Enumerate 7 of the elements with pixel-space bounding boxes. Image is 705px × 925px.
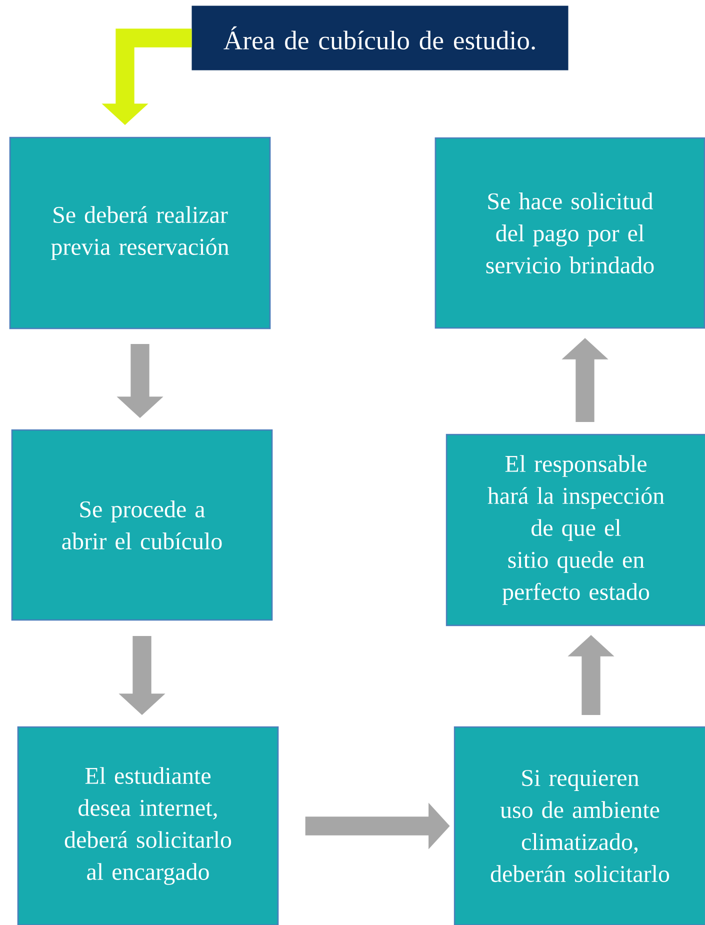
process-box: Se hace solicitud del pago por el servicio brindado xyxy=(434,137,705,329)
process-box: Se procede a abrir el cubículo xyxy=(11,429,273,621)
title-box: Área de cubículo de estudio. xyxy=(192,6,568,70)
process-box: El responsable hará la inspección de que el sitio quede en perfecto estado xyxy=(446,434,705,626)
process-box: Se deberá realizar previa reservación xyxy=(9,136,271,330)
process-box: Si requieren uso de ambiente climatizado, deberán solicitarlo xyxy=(454,726,705,925)
process-box: El estudiante desea internet, deberá solicitarlo al encargado xyxy=(17,726,279,925)
